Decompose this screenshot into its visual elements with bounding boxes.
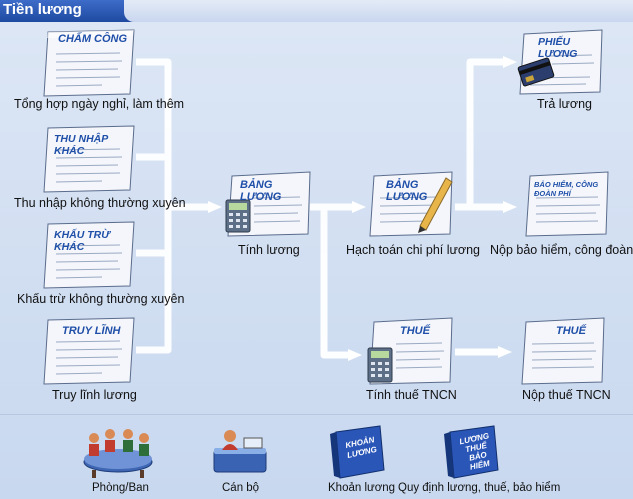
label-tra-luong[interactable]: Trả lương — [537, 97, 593, 111]
book-icon — [444, 425, 499, 479]
label-thu-nhap-khac[interactable]: Thu nhập không thường xuyên — [14, 196, 186, 210]
doc-truy-linh[interactable]: TRUY LĨNH — [42, 316, 138, 386]
meeting-icon — [83, 429, 153, 478]
credit-card-icon — [517, 57, 555, 87]
title-bar-fill — [124, 0, 633, 22]
doc-nop-bao-hiem[interactable]: BẢO HIỂM, CÔNG ĐOÀN PHÍ — [522, 170, 610, 238]
item-khoan-luong[interactable]: KHOẢN LƯƠNG Khoản lương — [322, 424, 396, 499]
title-bar: Tiền lương — [0, 0, 633, 22]
book-icon — [330, 425, 385, 479]
item-can-bo[interactable]: Cán bộ — [206, 424, 270, 499]
staff-icon — [213, 430, 267, 473]
pencil-icon — [418, 177, 453, 233]
doc-title: CHẤM CÔNG — [58, 33, 128, 45]
doc-title: KHẤU TRỪ KHÁC — [54, 229, 110, 253]
item-quy-dinh[interactable]: LƯƠNG THUẾ BẢO HIỂM Quy định lương, thuế… — [398, 424, 560, 499]
doc-title: THUẾ — [556, 325, 586, 337]
doc-tinh-luong[interactable]: BẢNG LƯƠNG — [224, 170, 312, 238]
label-can-bo: Cán bộ — [222, 482, 260, 494]
doc-title: THUẾ — [400, 325, 430, 337]
document-icon — [43, 317, 135, 385]
label-quy-dinh: Quy định lương, thuế, bảo hiểm — [398, 482, 561, 494]
doc-nop-thue[interactable]: THUẾ — [518, 316, 606, 386]
doc-khau-tru-khac[interactable]: KHẤU TRỪ KHÁC — [42, 220, 138, 290]
document-icon — [369, 171, 453, 237]
label-tinh-luong[interactable]: Tính lương — [238, 243, 300, 257]
window-title: Tiền lương — [3, 1, 82, 18]
document-icon — [521, 317, 605, 385]
label-nop-bao-hiem[interactable]: Nộp bảo hiểm, công đoàn phí — [490, 243, 633, 257]
doc-title: TRUY LĨNH — [62, 325, 121, 337]
doc-title: BẢNG LƯƠNG — [240, 179, 282, 203]
doc-hach-toan[interactable]: BẢNG LƯƠNG — [368, 170, 456, 238]
item-phong-ban[interactable]: Phòng/Ban — [78, 424, 158, 499]
calculator-icon — [225, 199, 251, 233]
label-truy-linh[interactable]: Truy lĩnh lương — [52, 388, 137, 402]
doc-title: THU NHẬP KHÁC — [54, 133, 108, 157]
document-icon — [367, 317, 453, 385]
label-khoan-luong: Khoản lương — [328, 482, 396, 494]
label-cham-cong[interactable]: Tổng hợp ngày nghỉ, làm thêm — [14, 97, 185, 111]
doc-title: BẢO HIỂM, CÔNG ĐOÀN PHÍ — [534, 180, 599, 198]
label-phong-ban: Phòng/Ban — [92, 482, 149, 494]
label-tinh-thue[interactable]: Tính thuế TNCN — [366, 388, 457, 402]
document-icon — [43, 221, 135, 289]
label-hach-toan[interactable]: Hạch toán chi phí lương — [346, 243, 481, 257]
doc-title: BẢNG LƯƠNG — [386, 179, 428, 203]
calculator-icon — [367, 347, 393, 383]
document-icon — [525, 171, 609, 237]
doc-tra-luong[interactable]: PHIẾU LƯƠNG — [516, 28, 604, 96]
doc-tinh-thue[interactable]: THUẾ — [366, 316, 454, 386]
doc-cham-cong[interactable]: CHẤM CÔNG — [42, 28, 138, 98]
document-icon — [43, 29, 135, 97]
label-khau-tru-khac[interactable]: Khấu trừ không thường xuyên — [17, 292, 185, 306]
document-icon — [225, 171, 311, 237]
doc-thu-nhap-khac[interactable]: THU NHẬP KHÁC — [42, 124, 138, 194]
book-title: LƯƠNG THUẾ BẢO HIỂM — [458, 431, 491, 472]
label-nop-thue[interactable]: Nộp thuế TNCN — [522, 388, 611, 402]
document-icon — [517, 29, 603, 95]
document-icon — [43, 125, 135, 193]
doc-title: PHIẾU LƯƠNG — [538, 36, 578, 60]
section-divider — [0, 414, 633, 415]
